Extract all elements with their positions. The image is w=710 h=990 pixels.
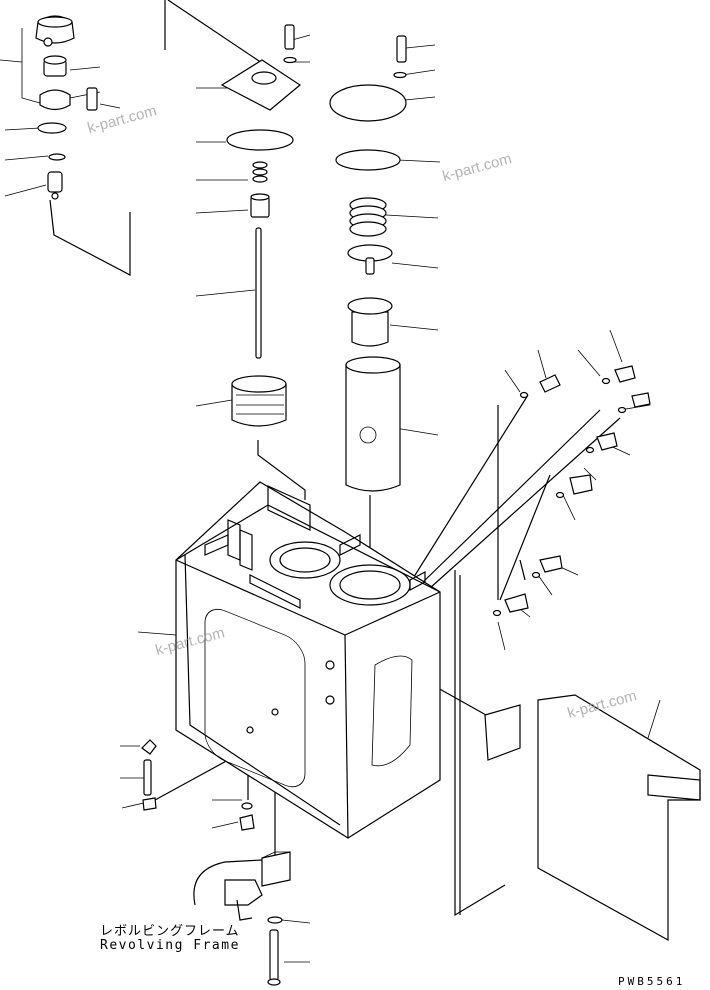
lower-hardware bbox=[141, 739, 291, 986]
covers bbox=[484, 694, 701, 942]
hydraulic-tank bbox=[175, 481, 441, 839]
drawing-code: PWB5561 bbox=[618, 975, 686, 988]
revolving-frame-outline bbox=[193, 859, 263, 921]
suction-strainer-column bbox=[220, 24, 302, 427]
frame-label-english: Revolving Frame bbox=[100, 938, 240, 953]
return-filter-column bbox=[329, 35, 407, 492]
frame-label-japanese: レボルビングフレーム bbox=[100, 924, 240, 939]
breather-assembly bbox=[35, 15, 98, 200]
fittings-group bbox=[492, 365, 651, 617]
